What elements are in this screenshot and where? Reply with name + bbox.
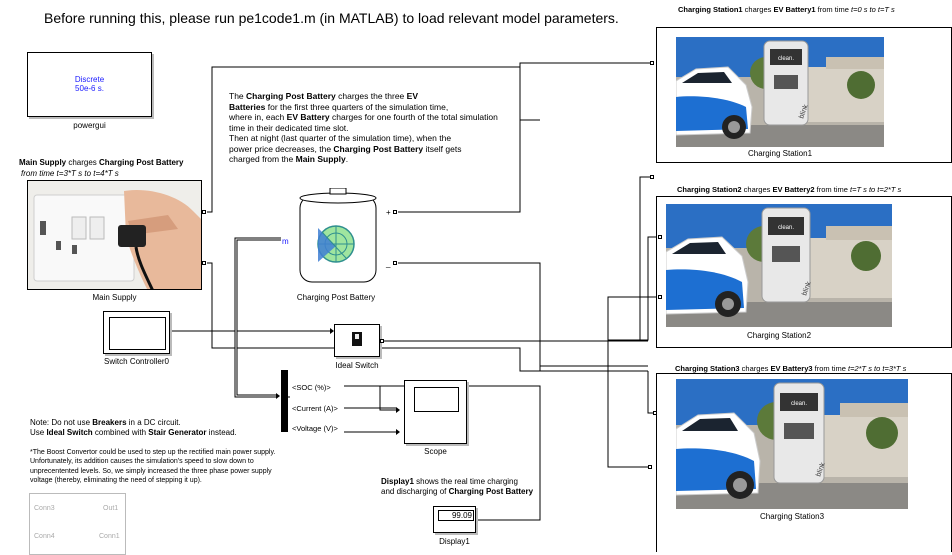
svg-text:clean.: clean. [791,401,807,407]
station3-caption: Charging Station3 [759,512,825,521]
subsystem-conn1: Conn1 [99,533,120,540]
main-supply-caption: Main Supply [92,293,137,302]
switch-controller-block[interactable] [103,311,170,354]
ideal-switch-caption: Ideal Switch [335,361,379,370]
station3-description: Charging Station3 charges EV Battery3 fr… [675,364,907,373]
breaker-note: Note: Do not use Breakers in a DC circui… [30,418,237,437]
station1-port-b[interactable] [650,175,654,179]
bus-voltage-label: <Voltage (V)> [292,424,338,433]
wall-socket-photo [28,181,201,289]
subsystem-conn4: Conn4 [34,533,55,540]
station1-photo: clean. blink [676,37,884,147]
battery-m-label: m [282,237,289,246]
station2-description: Charging Station2 charges EV Battery2 fr… [677,185,902,194]
scope-caption: Scope [424,447,447,456]
switch-controller-caption: Switch Controller0 [104,357,169,366]
post-battery-note: The Charging Post Battery charges the th… [229,91,498,164]
battery-icon [299,187,377,283]
switch-controller-screen [109,317,166,350]
svg-text:blink: blink [801,280,813,296]
station1-description: Charging Station1 charges EV Battery1 fr… [678,5,895,14]
station2-photo: clean. blink [666,204,892,327]
svg-text:clean.: clean. [778,225,794,231]
display-description: Display1 shows the real time charging an… [381,477,534,496]
switch-icon [352,332,362,346]
station2-port-b[interactable] [658,295,662,299]
display-caption: Display1 [439,537,470,546]
main-supply-port-bottom[interactable] [202,261,206,265]
svg-text:clean.: clean. [778,56,794,62]
ideal-switch-port[interactable] [380,339,384,343]
battery-plus-label: + [386,208,391,217]
battery-port-minus[interactable] [393,261,397,265]
battery-minus-label: _ [386,259,391,268]
main-supply-block[interactable] [27,180,202,290]
station2-caption: Charging Station2 [746,331,812,340]
powergui-line2: 50e-6 s. [75,84,104,93]
main-supply-time: from time t=3*T s to t=4*T s [21,169,119,178]
battery-port-plus[interactable] [393,210,397,214]
svg-text:blink: blink [798,103,810,119]
battery-caption: Charging Post Battery [296,293,376,302]
boost-note: *The Boost Convertor could be used to st… [30,449,276,484]
station3-port-a[interactable] [653,411,657,415]
svg-text:blink: blink [815,461,827,477]
header-note: Before running this, please run pe1code1… [44,10,619,26]
display-value: 99.09 [438,510,474,521]
powergui-block[interactable]: Discrete 50e-6 s. [27,52,152,117]
main-supply-description: Main Supply charges Charging Post Batter… [19,158,184,167]
ideal-switch-block[interactable] [334,324,380,357]
main-supply-port-top[interactable] [202,210,206,214]
subsystem-out1: Out1 [103,505,119,512]
station3-port-b[interactable] [648,465,652,469]
powergui-line1: Discrete [74,75,105,84]
station3-photo: clean. blink [676,379,908,509]
bus-selector-bar[interactable] [281,370,288,432]
powergui-caption: powergui [73,121,106,130]
station1-caption: Charging Station1 [747,149,813,158]
scope-block[interactable] [404,380,467,444]
charging-post-battery-block[interactable] [296,187,380,288]
scope-screen [414,387,459,412]
bus-soc-label: <SOC (%)> [292,383,331,392]
station1-port-a[interactable] [650,61,654,65]
subsystem-conn3: Conn3 [34,505,55,512]
display-block[interactable]: 99.09 [433,506,476,533]
station2-port-a[interactable] [658,235,662,239]
bus-current-label: <Current (A)> [292,404,338,413]
